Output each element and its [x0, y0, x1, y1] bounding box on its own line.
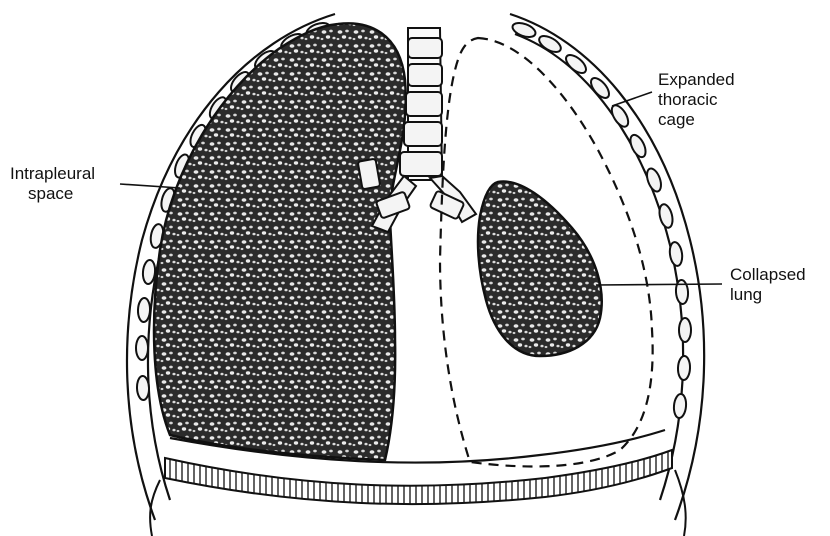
- intrapleural-label-line-1: Intrapleural: [10, 164, 95, 184]
- intrapleural-label-line-2: space: [10, 184, 95, 204]
- intrapleural-leader-line: [120, 184, 180, 188]
- collapsed-leader-line: [596, 284, 722, 285]
- collapsed-label-line-2: lung: [730, 285, 806, 305]
- expanded-thoracic-cage-label: Expanded thoracic cage: [658, 70, 735, 130]
- thoracic-label-line-3: cage: [658, 110, 735, 130]
- thoracic-label-line-1: Expanded: [658, 70, 735, 90]
- trachea: [400, 28, 442, 180]
- collapsed-lung-label: Collapsed lung: [730, 265, 806, 305]
- collapsed-label-line-1: Collapsed: [730, 265, 806, 285]
- thoracic-leader-line: [612, 92, 652, 106]
- left-lung: [154, 23, 406, 460]
- thoracic-label-line-2: thoracic: [658, 90, 735, 110]
- intrapleural-space-label: Intrapleural space: [10, 164, 95, 204]
- collapsed-lung: [478, 182, 602, 356]
